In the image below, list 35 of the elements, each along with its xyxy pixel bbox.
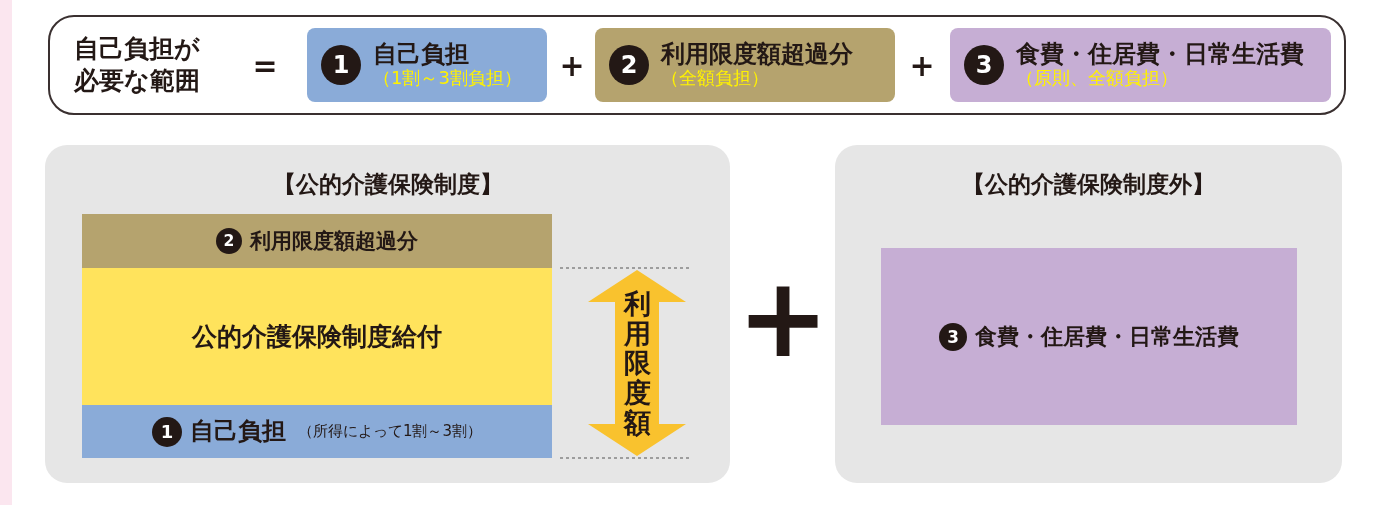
item-title: 自己負担	[189, 417, 286, 446]
number-badge: 1	[151, 416, 182, 447]
range-label: 自己負担が必要な範囲	[74, 33, 201, 97]
panel-title: 【公的介護保険制度外】	[962, 170, 1215, 199]
benefit-band	[82, 268, 552, 405]
number-badge: 1	[321, 45, 361, 85]
item-title: 食費・住居費・日常生活費	[1016, 40, 1304, 69]
system-panel	[45, 145, 730, 483]
band-label: 公的介護保険制度給付	[192, 321, 442, 353]
cost-box	[950, 28, 1331, 102]
number-badge: 2	[609, 45, 649, 85]
item-note: （全額負担）	[661, 68, 769, 90]
cost-box	[307, 28, 547, 102]
number-badge: 2	[216, 228, 242, 254]
number-badge: 3	[939, 322, 967, 351]
cost-box	[595, 28, 895, 102]
excess-band	[82, 214, 552, 268]
item-note: （所得によって1割～3割）	[297, 422, 483, 441]
limit-label: 利用限度額	[623, 288, 651, 438]
item-title: 利用限度額超過分	[661, 40, 853, 69]
item-title: 自己負担	[373, 40, 469, 69]
plus-sign: +	[909, 51, 935, 81]
item-title: 食費・住居費・日常生活費	[975, 323, 1239, 350]
copay-band	[82, 405, 552, 458]
number-badge: 3	[964, 45, 1004, 85]
item-note: （原則、全額負担）	[1016, 68, 1178, 90]
equals-sign: =	[252, 51, 278, 81]
system-panel	[835, 145, 1342, 483]
range-box	[48, 15, 1346, 115]
cost-band	[881, 248, 1297, 425]
plus-sign: +	[559, 51, 585, 81]
item-title: 利用限度額超過分	[250, 228, 418, 254]
plus-sign: +	[736, 263, 830, 373]
item-note: （1割～3割負担）	[373, 68, 522, 90]
panel-title: 【公的介護保険制度】	[272, 170, 503, 199]
